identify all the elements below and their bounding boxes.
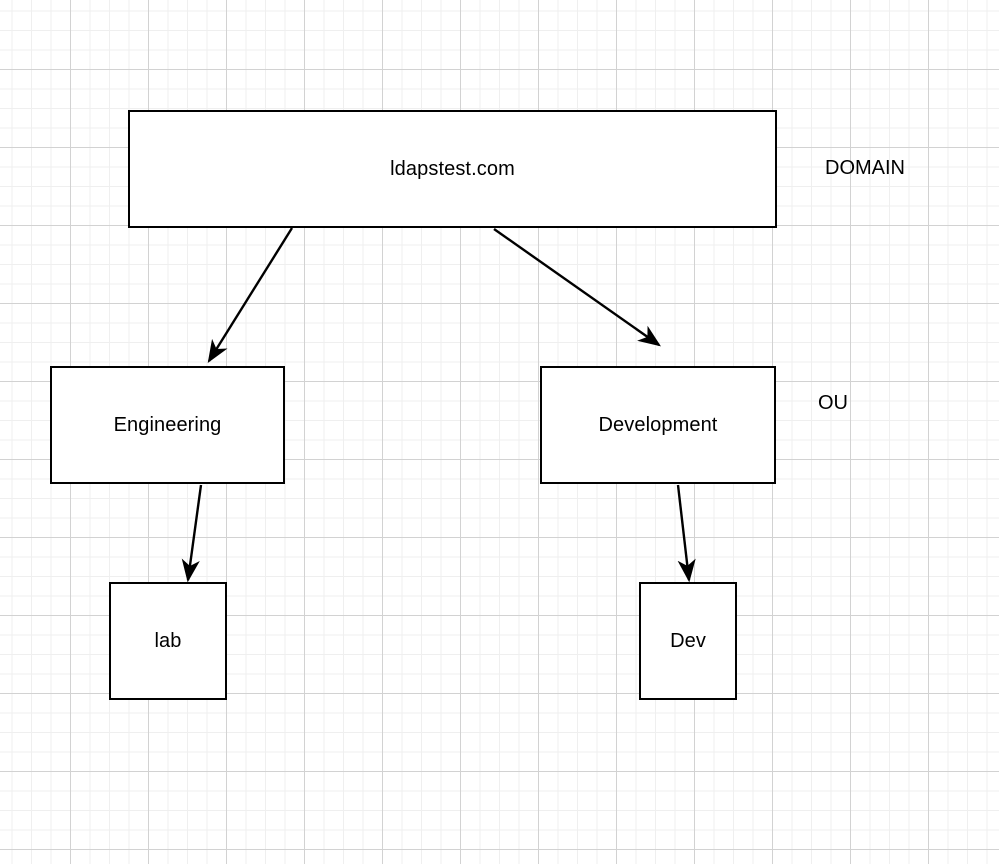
node-domain-root-label: ldapstest.com	[390, 158, 515, 180]
edge-domain-to-development[interactable]	[493, 228, 661, 347]
node-domain-root[interactable]: ldapstest.com	[128, 110, 777, 228]
node-ou-development-label: Development	[598, 414, 718, 436]
node-ou-development[interactable]: Development	[540, 366, 776, 484]
node-ou-engineering-label: Engineering	[113, 414, 222, 436]
tier-label-domain: DOMAIN	[825, 157, 905, 179]
edge-engineering-to-lab[interactable]	[181, 484, 203, 583]
node-ou-engineering[interactable]: Engineering	[50, 366, 285, 484]
tier-label-ou: OU	[818, 392, 848, 414]
node-container-lab[interactable]: lab	[109, 582, 227, 700]
node-container-dev-label: Dev	[670, 630, 706, 652]
node-container-dev[interactable]: Dev	[639, 582, 737, 700]
node-container-lab-label: lab	[154, 630, 182, 652]
edge-development-to-dev[interactable]	[676, 484, 696, 583]
edge-domain-to-engineering[interactable]	[207, 227, 294, 364]
